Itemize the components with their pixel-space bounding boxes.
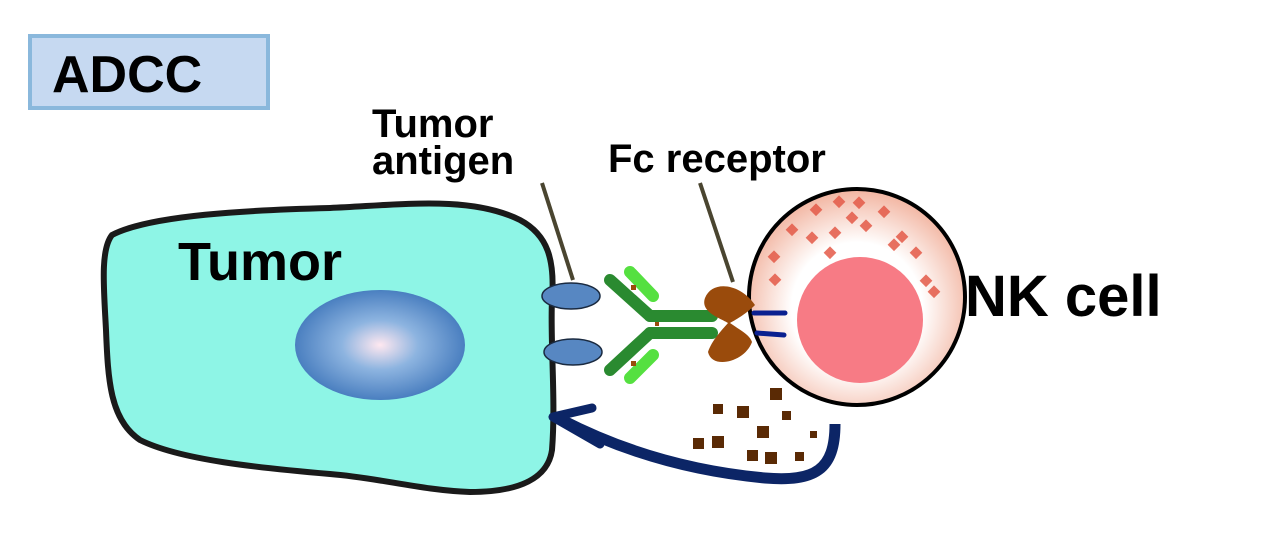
cytotoxic-granules [693, 388, 817, 464]
tumor-antigen-2 [543, 338, 603, 366]
tumor-antigen-1 [541, 282, 601, 310]
tumor-nucleus [295, 290, 465, 400]
tumor-antigen-label-line2: antigen [372, 139, 514, 183]
nk-cell-label: NK cell [965, 264, 1162, 329]
title-box: ADCC [28, 34, 270, 110]
nk-cell: NK cell [747, 187, 1162, 407]
fc-receptor [704, 286, 755, 363]
tumor-cell-label: Tumor [178, 232, 342, 292]
fc-receptor-label: Fc receptor [608, 137, 826, 181]
cytotoxicity-arrow [548, 403, 841, 485]
title: ADCC [52, 46, 202, 104]
tumor-antigen-label-line1: Tumor [372, 102, 493, 146]
tumor-antigen-pointer [540, 182, 575, 281]
nk-nucleus [797, 257, 923, 383]
tumor-cell: Tumor [100, 200, 557, 496]
antibody [604, 266, 718, 384]
fc-receptor-pointer [698, 182, 735, 283]
